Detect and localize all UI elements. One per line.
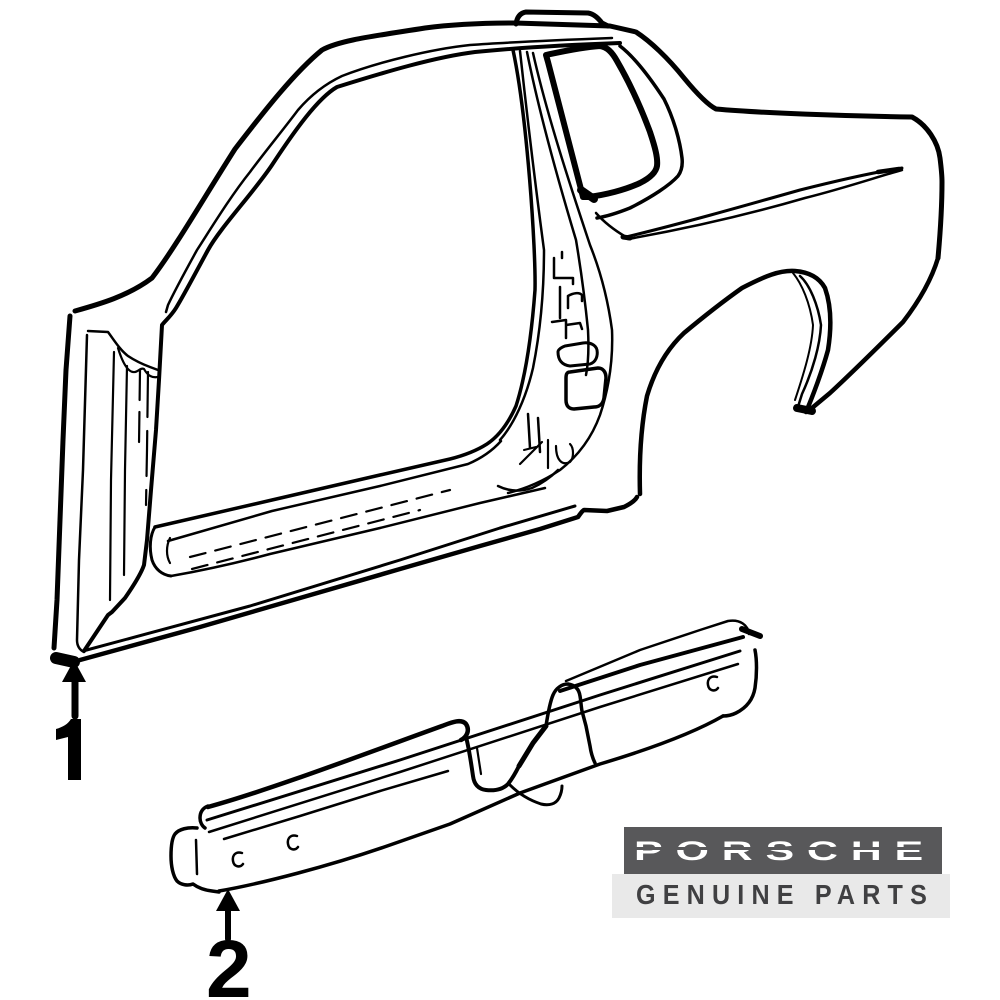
svg-text:GENUINE PARTS: GENUINE PARTS [636, 879, 934, 910]
svg-text:PORSCHE: PORSCHE [634, 836, 936, 866]
svg-text:2: 2 [206, 924, 252, 1000]
